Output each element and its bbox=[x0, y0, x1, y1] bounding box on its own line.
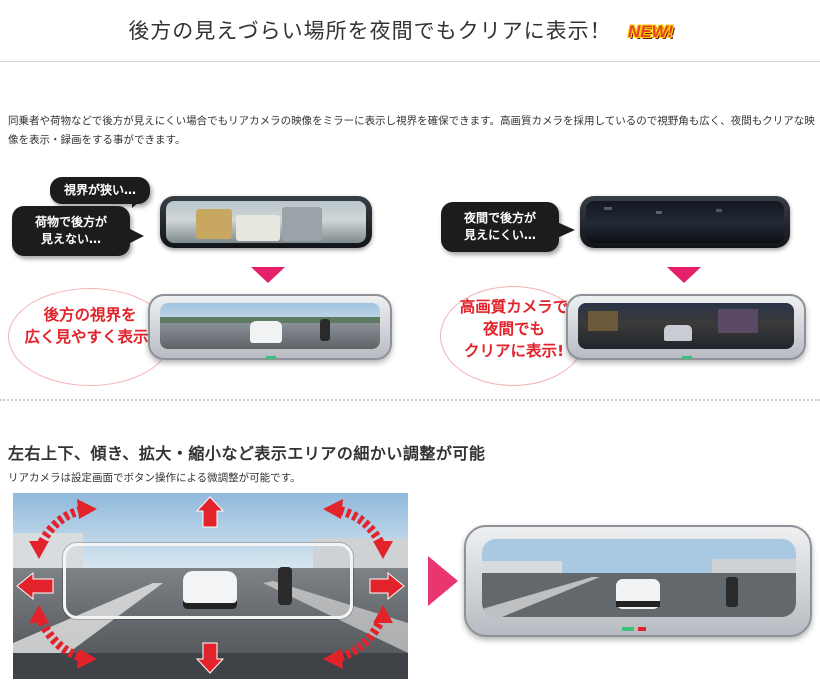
arrow-head-icon bbox=[29, 605, 49, 623]
caption-wide-view: 後方の視界を 広く見やすく表示! bbox=[24, 306, 156, 346]
conventional-mirror-day bbox=[160, 196, 372, 248]
digital-mirror-adjusted bbox=[464, 525, 812, 637]
digital-mirror-night bbox=[566, 294, 806, 360]
arrow-up-icon bbox=[195, 496, 225, 528]
adjust-heading: 左右上下、傾き、拡大・縮小など表示エリアの細かい調整が可能 bbox=[8, 444, 486, 463]
display-area-frame bbox=[63, 543, 353, 619]
bubble-tail bbox=[128, 228, 144, 244]
bubble-tail bbox=[132, 196, 146, 208]
rear-camera-view-day bbox=[160, 303, 380, 349]
indicator-led bbox=[638, 627, 646, 631]
arrow-head-icon bbox=[29, 541, 49, 559]
mirror-reflection-day bbox=[166, 201, 366, 243]
arrow-head-icon bbox=[323, 649, 343, 669]
arrow-right-icon bbox=[369, 571, 405, 601]
rear-camera-view-night bbox=[578, 303, 794, 349]
motorcycle-icon bbox=[320, 319, 330, 341]
adjust-arrows bbox=[16, 496, 405, 674]
section-divider bbox=[0, 399, 820, 401]
indicator-led bbox=[622, 627, 634, 631]
arrow-head-icon bbox=[77, 499, 97, 519]
down-arrow bbox=[251, 267, 285, 283]
header-bar bbox=[0, 0, 820, 62]
digital-mirror-day bbox=[148, 294, 392, 360]
arrow-left-icon bbox=[16, 571, 54, 601]
down-arrow bbox=[667, 267, 701, 283]
intro-text: 同乗者や荷物などで後方が見えにくい場合でもリアカメラの映像をミラーに表示し視界を… bbox=[8, 115, 815, 146]
building-lights bbox=[718, 309, 758, 333]
light-dot bbox=[716, 209, 722, 212]
building-lights bbox=[588, 311, 618, 331]
motorcycle-icon bbox=[278, 567, 292, 605]
adjustment-demo-photo bbox=[13, 493, 408, 679]
speech-bubble-cargo: 荷物で後方が 見えない… bbox=[12, 206, 130, 256]
light-dot bbox=[656, 211, 662, 214]
bubble-tail bbox=[557, 222, 575, 238]
light-dot bbox=[604, 207, 612, 210]
car-icon bbox=[183, 571, 237, 609]
caption-night-clear: 高画質カメラで 夜間でも クリアに表示! bbox=[459, 298, 569, 360]
result-arrow-icon bbox=[428, 556, 458, 606]
page-title: 後方の見えづらい場所を夜間でもクリアに表示！ bbox=[128, 19, 612, 43]
indicator-led bbox=[266, 356, 276, 359]
arrow-head-icon bbox=[373, 541, 393, 559]
adjusted-camera-view bbox=[482, 539, 796, 617]
conventional-mirror-night bbox=[580, 196, 790, 248]
car-icon bbox=[664, 325, 692, 341]
left-panel: 視界が狭い… 荷物で後方が 見えない… 後方の視界を 広く見やすく表示! bbox=[0, 170, 410, 390]
tree-line bbox=[160, 317, 380, 323]
arrow-head-icon bbox=[323, 499, 343, 519]
speech-bubble-night: 夜間で後方が 見えにくい… bbox=[441, 202, 559, 252]
cargo-box bbox=[236, 215, 280, 241]
arrow-head-icon bbox=[373, 605, 393, 623]
adjust-subtext: リアカメラは設定画面でボタン操作による微調整が可能です。 bbox=[8, 472, 301, 484]
indicator-led bbox=[682, 356, 692, 359]
arrow-down-icon bbox=[195, 642, 225, 674]
mirror-reflection-night bbox=[586, 201, 784, 243]
arrow-head-icon bbox=[77, 649, 97, 669]
seat-headrest bbox=[282, 207, 322, 241]
right-panel: 夜間で後方が 見えにくい… 高画質カメラで 夜間でも クリアに表示! bbox=[410, 170, 820, 390]
cargo-box bbox=[196, 209, 232, 239]
new-badge: NEW! bbox=[628, 22, 674, 41]
car-icon bbox=[250, 321, 282, 343]
adjusted-street-scene bbox=[482, 539, 796, 617]
